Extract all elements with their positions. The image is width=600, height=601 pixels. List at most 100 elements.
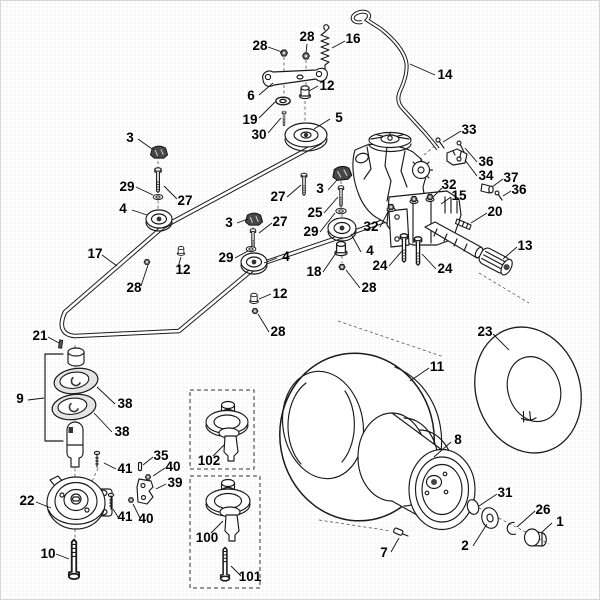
callout-4-a: 4 <box>119 201 127 216</box>
nut-28-d <box>251 308 259 314</box>
pin-35 <box>137 461 143 472</box>
screw-36-a <box>456 140 465 153</box>
callout-30: 30 <box>251 127 266 142</box>
bolt-24-b <box>413 236 423 266</box>
nut-40-a <box>144 474 152 480</box>
callout-13: 13 <box>517 238 533 253</box>
callout-6: 6 <box>247 88 255 103</box>
spindle-102 <box>205 400 249 462</box>
wheel-group <box>279 326 582 547</box>
transaxle-assembly <box>386 190 484 266</box>
callout-14: 14 <box>437 67 453 82</box>
callout-100: 100 <box>196 530 219 545</box>
valve-stem-7 <box>393 527 409 537</box>
callout-20: 20 <box>487 204 502 219</box>
spindle-100 <box>205 478 251 542</box>
screw-41-b <box>107 492 115 510</box>
callout-10: 10 <box>40 546 55 561</box>
callout-28-d: 28 <box>270 324 286 339</box>
callout-2: 2 <box>461 538 469 553</box>
callout-41-b: 41 <box>117 509 133 524</box>
idler-stack-center <box>240 212 268 314</box>
callout-8: 8 <box>454 432 462 447</box>
nut-40-b <box>127 497 135 503</box>
callout-24-a: 24 <box>372 258 388 273</box>
callout-4-b: 4 <box>282 249 290 264</box>
callout-12-b: 12 <box>175 262 190 277</box>
callout-29-c: 29 <box>303 224 318 239</box>
engine-fan <box>368 131 412 153</box>
pin-21 <box>58 339 64 349</box>
callout-101: 101 <box>239 569 262 584</box>
bolt-25 <box>337 185 345 208</box>
callout-28-b: 28 <box>299 29 315 44</box>
callout-3-a: 3 <box>126 130 134 145</box>
washer-31 <box>466 499 480 515</box>
idler-pulley-4-c <box>327 217 357 242</box>
safety-switch-34 <box>446 148 468 166</box>
spacer-18 <box>334 240 348 257</box>
callout-19: 19 <box>242 112 257 127</box>
washer-19 <box>275 96 291 106</box>
kit-box-102 <box>189 389 255 470</box>
idler-pulley-4-b <box>240 252 268 275</box>
callout-29-b: 29 <box>218 250 233 265</box>
bracket-3-c <box>331 164 353 182</box>
callout-3-b: 3 <box>225 215 233 230</box>
callout-29-a: 29 <box>119 179 134 194</box>
callout-9: 9 <box>16 391 24 406</box>
callout-36-a: 36 <box>478 154 494 169</box>
fitting-37 <box>480 183 494 194</box>
idler-stack-right <box>327 164 357 271</box>
callout-12-a: 12 <box>319 78 334 93</box>
callout-33: 33 <box>461 122 477 137</box>
spacer-12-c <box>249 292 259 304</box>
bolt-10 <box>67 538 81 581</box>
roll-pin-20 <box>454 218 472 231</box>
callout-36-b: 36 <box>511 182 527 197</box>
bolt-101 <box>219 546 231 582</box>
callout-25: 25 <box>307 205 323 220</box>
tension-spring <box>320 24 330 73</box>
callout-17: 17 <box>87 246 102 261</box>
nut-28-b <box>302 52 310 60</box>
coupler-13 <box>478 247 513 276</box>
callout-26: 26 <box>535 502 551 517</box>
pulley-38-a <box>51 364 101 398</box>
washer-29-c <box>335 207 347 215</box>
idler-pulley-4-a <box>145 209 173 232</box>
drive-belt <box>59 139 426 339</box>
callout-12-c: 12 <box>272 286 287 301</box>
clutch-rod <box>350 9 440 151</box>
clutch-group <box>46 450 154 581</box>
callout-3-c: 3 <box>316 181 324 196</box>
nut-28-e <box>338 263 346 271</box>
spacer-12-a <box>298 85 312 100</box>
spindle-shaft <box>66 421 84 468</box>
callout-5: 5 <box>335 110 343 125</box>
washer-2 <box>481 507 499 529</box>
callout-35: 35 <box>153 448 169 463</box>
washer-29-a <box>152 193 164 201</box>
group-bracket-9 <box>44 353 64 442</box>
bracket-39 <box>136 478 154 505</box>
wheel-rim-8 <box>357 412 476 531</box>
callout-40-b: 40 <box>138 511 153 526</box>
clutch-22 <box>46 475 113 530</box>
callout-18: 18 <box>306 264 322 279</box>
inner-tube-23 <box>474 326 582 454</box>
callout-27-b: 27 <box>270 189 285 204</box>
callout-38-a: 38 <box>117 396 133 411</box>
callout-40-a: 40 <box>165 459 180 474</box>
spindle-group <box>44 339 101 468</box>
leader-lines <box>27 40 553 577</box>
screw-41-a <box>93 450 101 468</box>
callout-28-c: 28 <box>126 280 142 295</box>
callout-23: 23 <box>477 324 493 339</box>
callout-34: 34 <box>478 168 494 183</box>
idler-pulley-5 <box>284 122 328 152</box>
bolt-27-c <box>300 172 308 196</box>
nut-28-c <box>143 259 151 265</box>
